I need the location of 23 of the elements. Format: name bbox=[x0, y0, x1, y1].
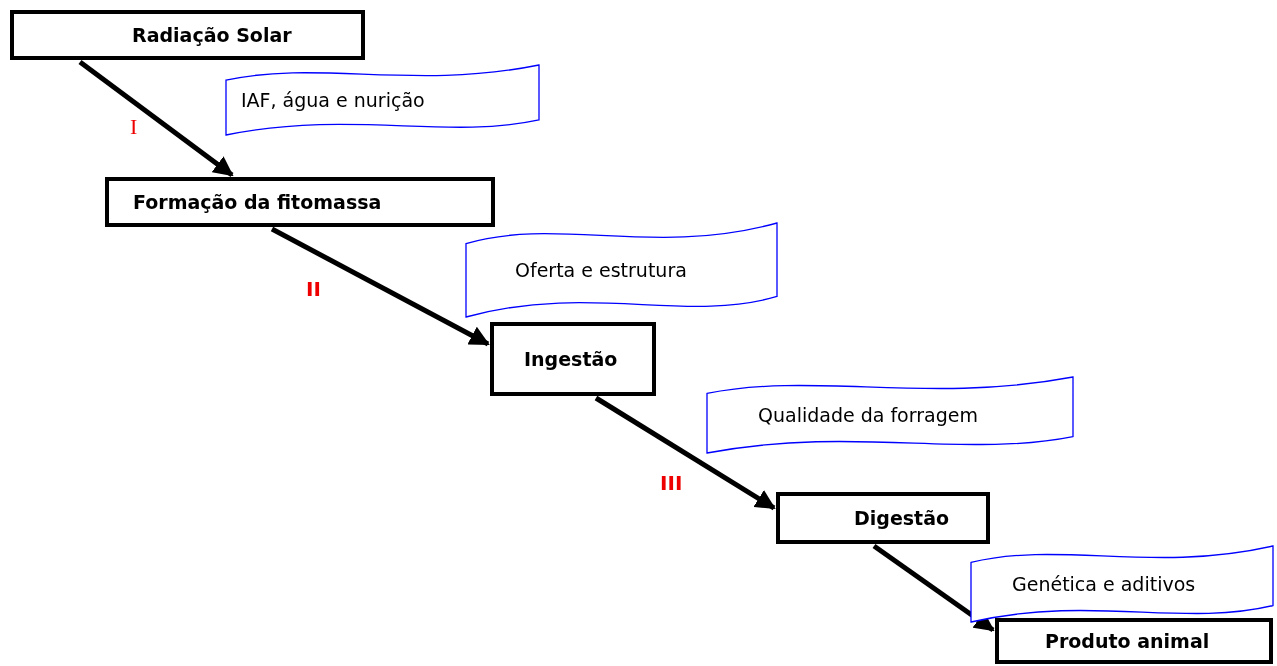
node-label: Oferta e estrutura bbox=[515, 259, 687, 281]
edge-label: II bbox=[304, 279, 323, 299]
node-label: Ingestão bbox=[524, 348, 618, 370]
wavy-banner bbox=[970, 545, 1274, 623]
process-box bbox=[995, 618, 1273, 664]
node-label: Genética e aditivos bbox=[1012, 573, 1196, 595]
process-box bbox=[10, 10, 365, 60]
process-box bbox=[776, 492, 990, 544]
process-box bbox=[105, 177, 495, 227]
node-label: Radiação Solar bbox=[132, 24, 292, 46]
node-label: Produto animal bbox=[1045, 630, 1210, 652]
node-label: Formação da fitomassa bbox=[133, 191, 382, 213]
arrow bbox=[78, 60, 234, 177]
arrow bbox=[872, 543, 995, 633]
node-label: IAF, água e nurição bbox=[241, 89, 425, 111]
wavy-banner bbox=[225, 64, 540, 136]
node-label: Digestão bbox=[854, 507, 950, 529]
arrow bbox=[594, 395, 776, 511]
arrow bbox=[270, 226, 490, 347]
process-box bbox=[490, 322, 656, 396]
node-label: Qualidade da forragem bbox=[758, 404, 978, 426]
wavy-banner bbox=[465, 222, 778, 318]
wavy-banner bbox=[706, 376, 1074, 454]
